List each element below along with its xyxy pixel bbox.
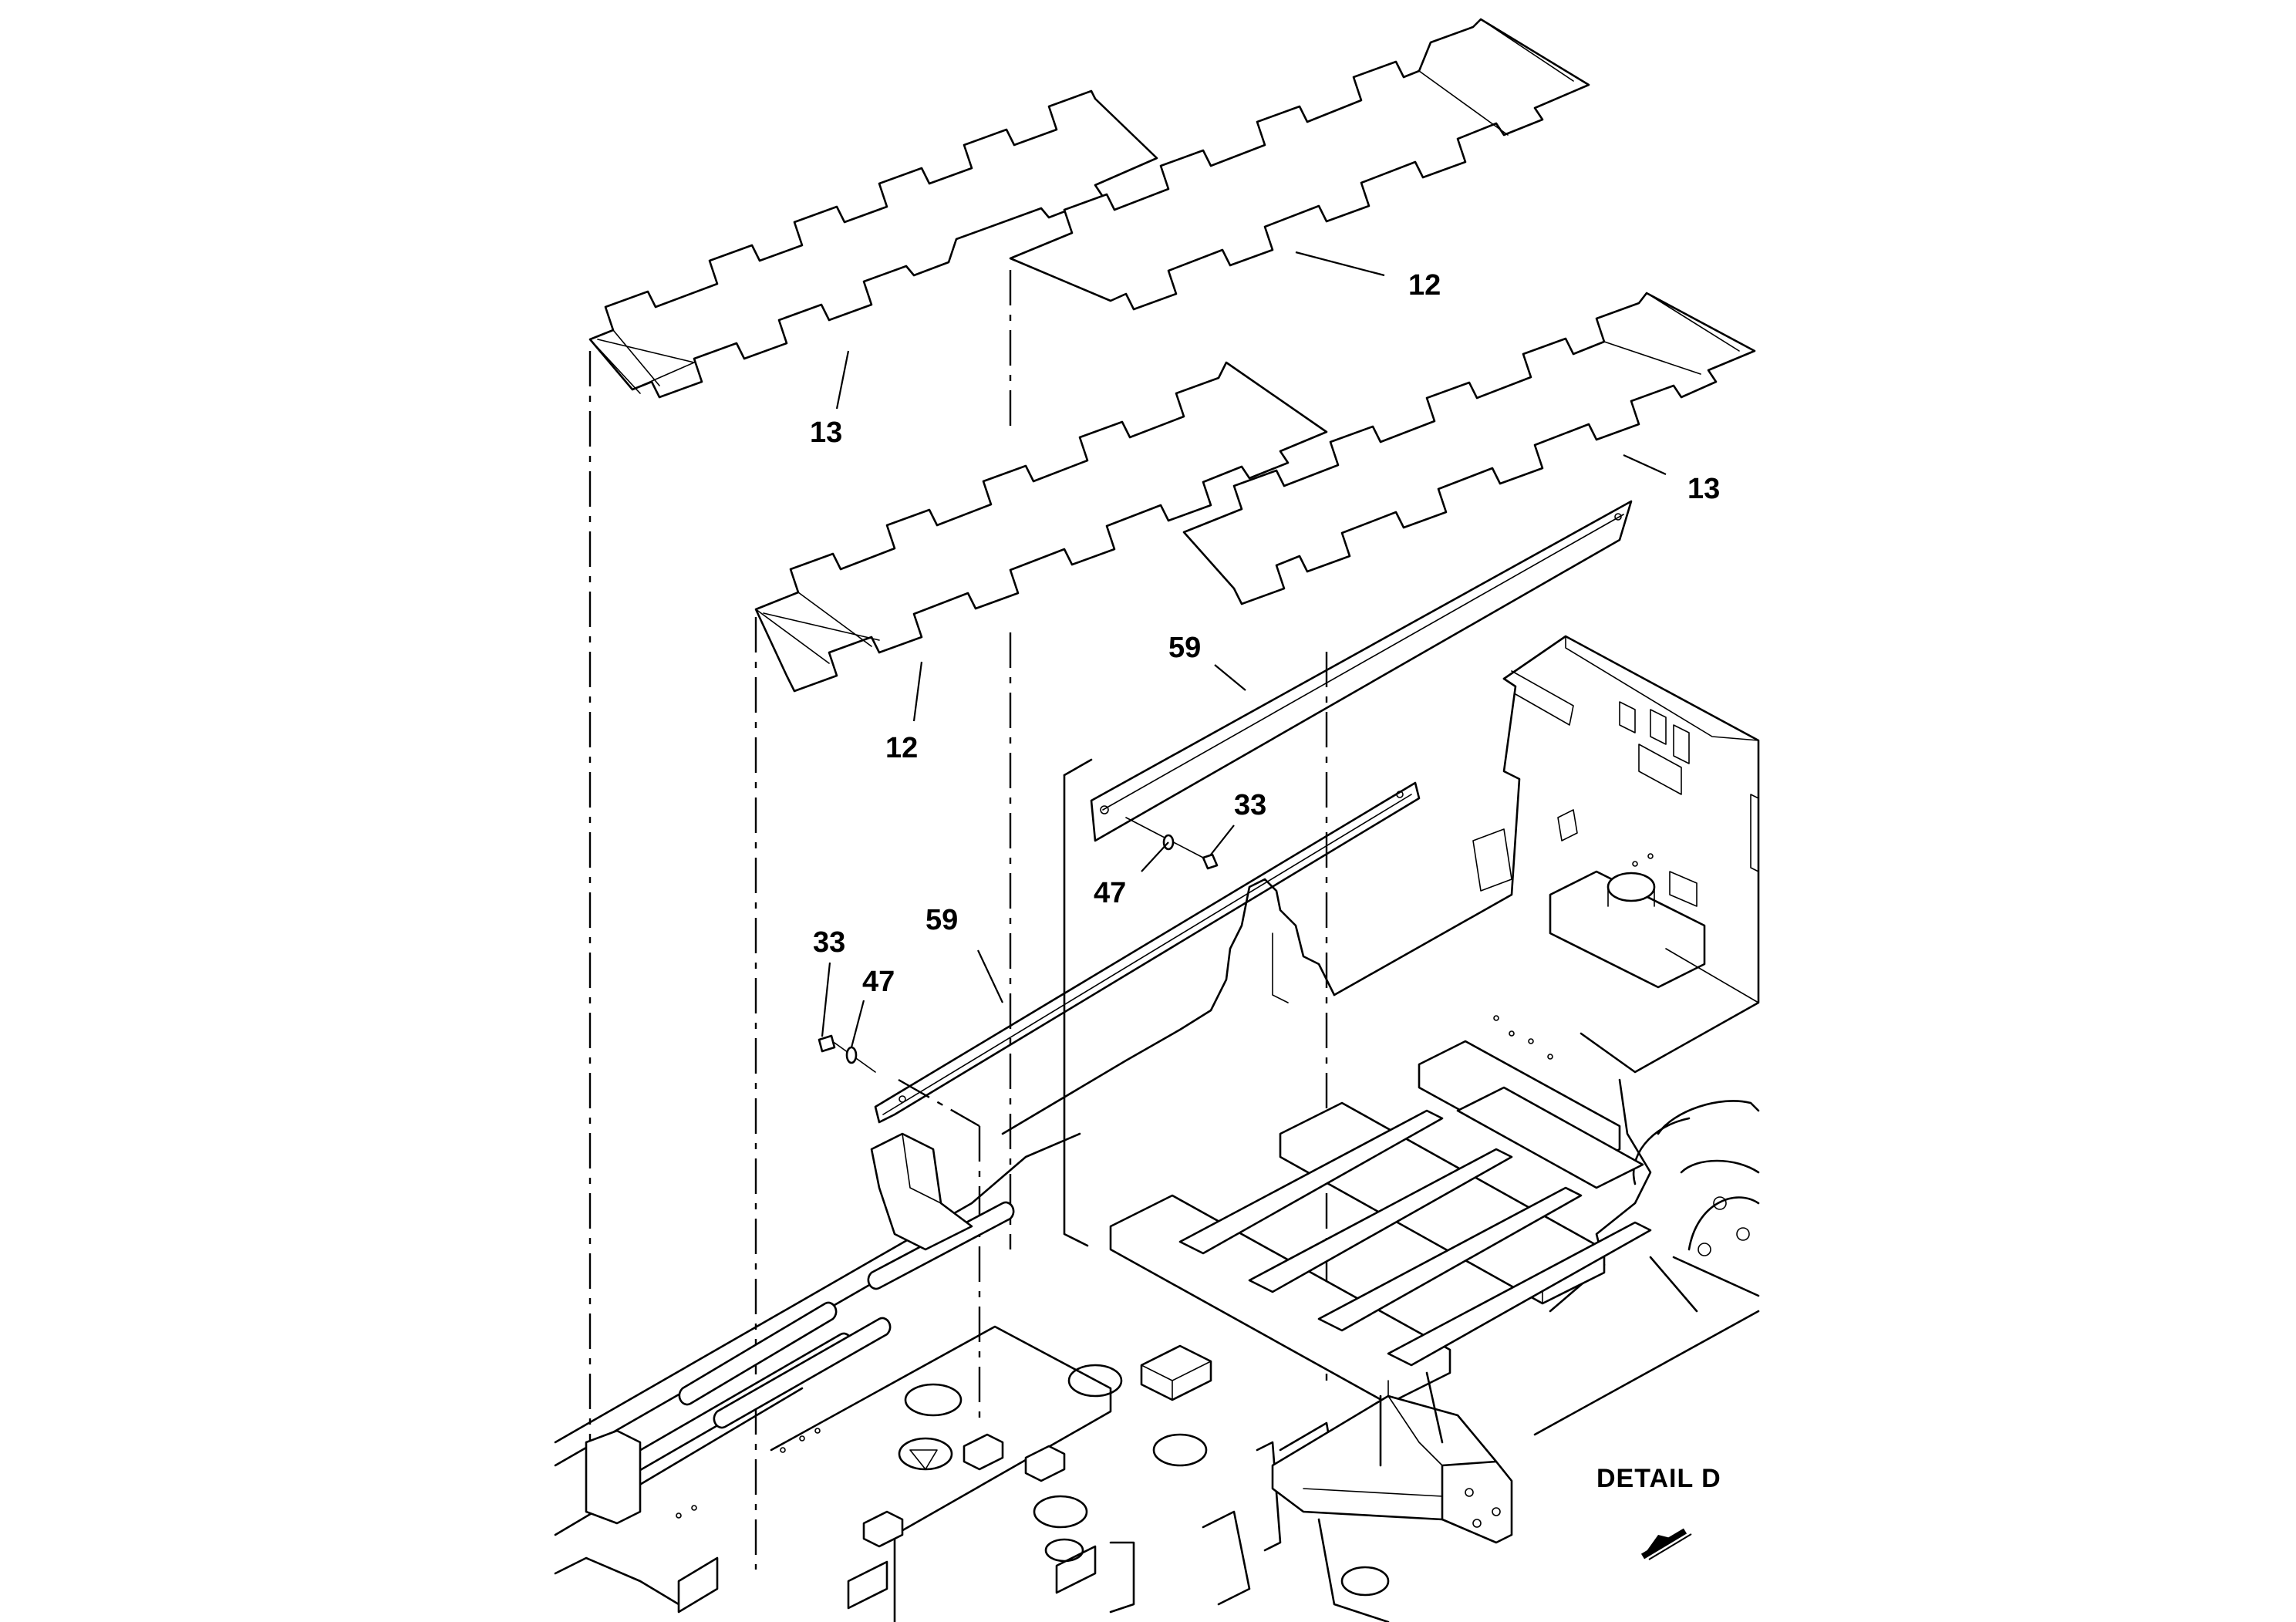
floor-mat-12-front-left — [754, 361, 1328, 693]
arrow-icon — [1640, 1528, 1692, 1560]
callout-mat-front-left: 12 — [885, 732, 918, 764]
callout-rail-lower: 59 — [925, 904, 958, 936]
floor-mat-13-top-left — [588, 89, 1158, 399]
rail-59-lower — [874, 781, 1421, 1124]
rail-59-upper — [1090, 500, 1633, 842]
callout-mat-front-right: 13 — [1687, 473, 1720, 505]
callout-labels: 12 13 13 12 59 59 33 47 33 47 — [810, 269, 1720, 998]
callout-bolt-lower: 33 — [813, 926, 845, 959]
alignment-lines — [588, 270, 1328, 1570]
leader-lines — [821, 251, 1667, 1048]
floor-mat-13-front-right — [1182, 292, 1756, 605]
chassis-frame — [554, 635, 1760, 1622]
detail-label: DETAIL D — [1596, 1464, 1721, 1493]
callout-washer-lower: 47 — [862, 966, 895, 998]
callout-rail-upper: 59 — [1168, 632, 1201, 664]
callout-washer-upper: 47 — [1094, 877, 1126, 909]
floor-mat-12-top-right — [1009, 18, 1590, 311]
callout-mat-top-left: 13 — [810, 416, 842, 449]
washer-47-lower — [845, 1046, 858, 1064]
bolt-33-lower — [818, 1034, 876, 1073]
callout-mat-top-right: 12 — [1408, 269, 1441, 302]
callout-bolt-upper: 33 — [1234, 789, 1266, 821]
